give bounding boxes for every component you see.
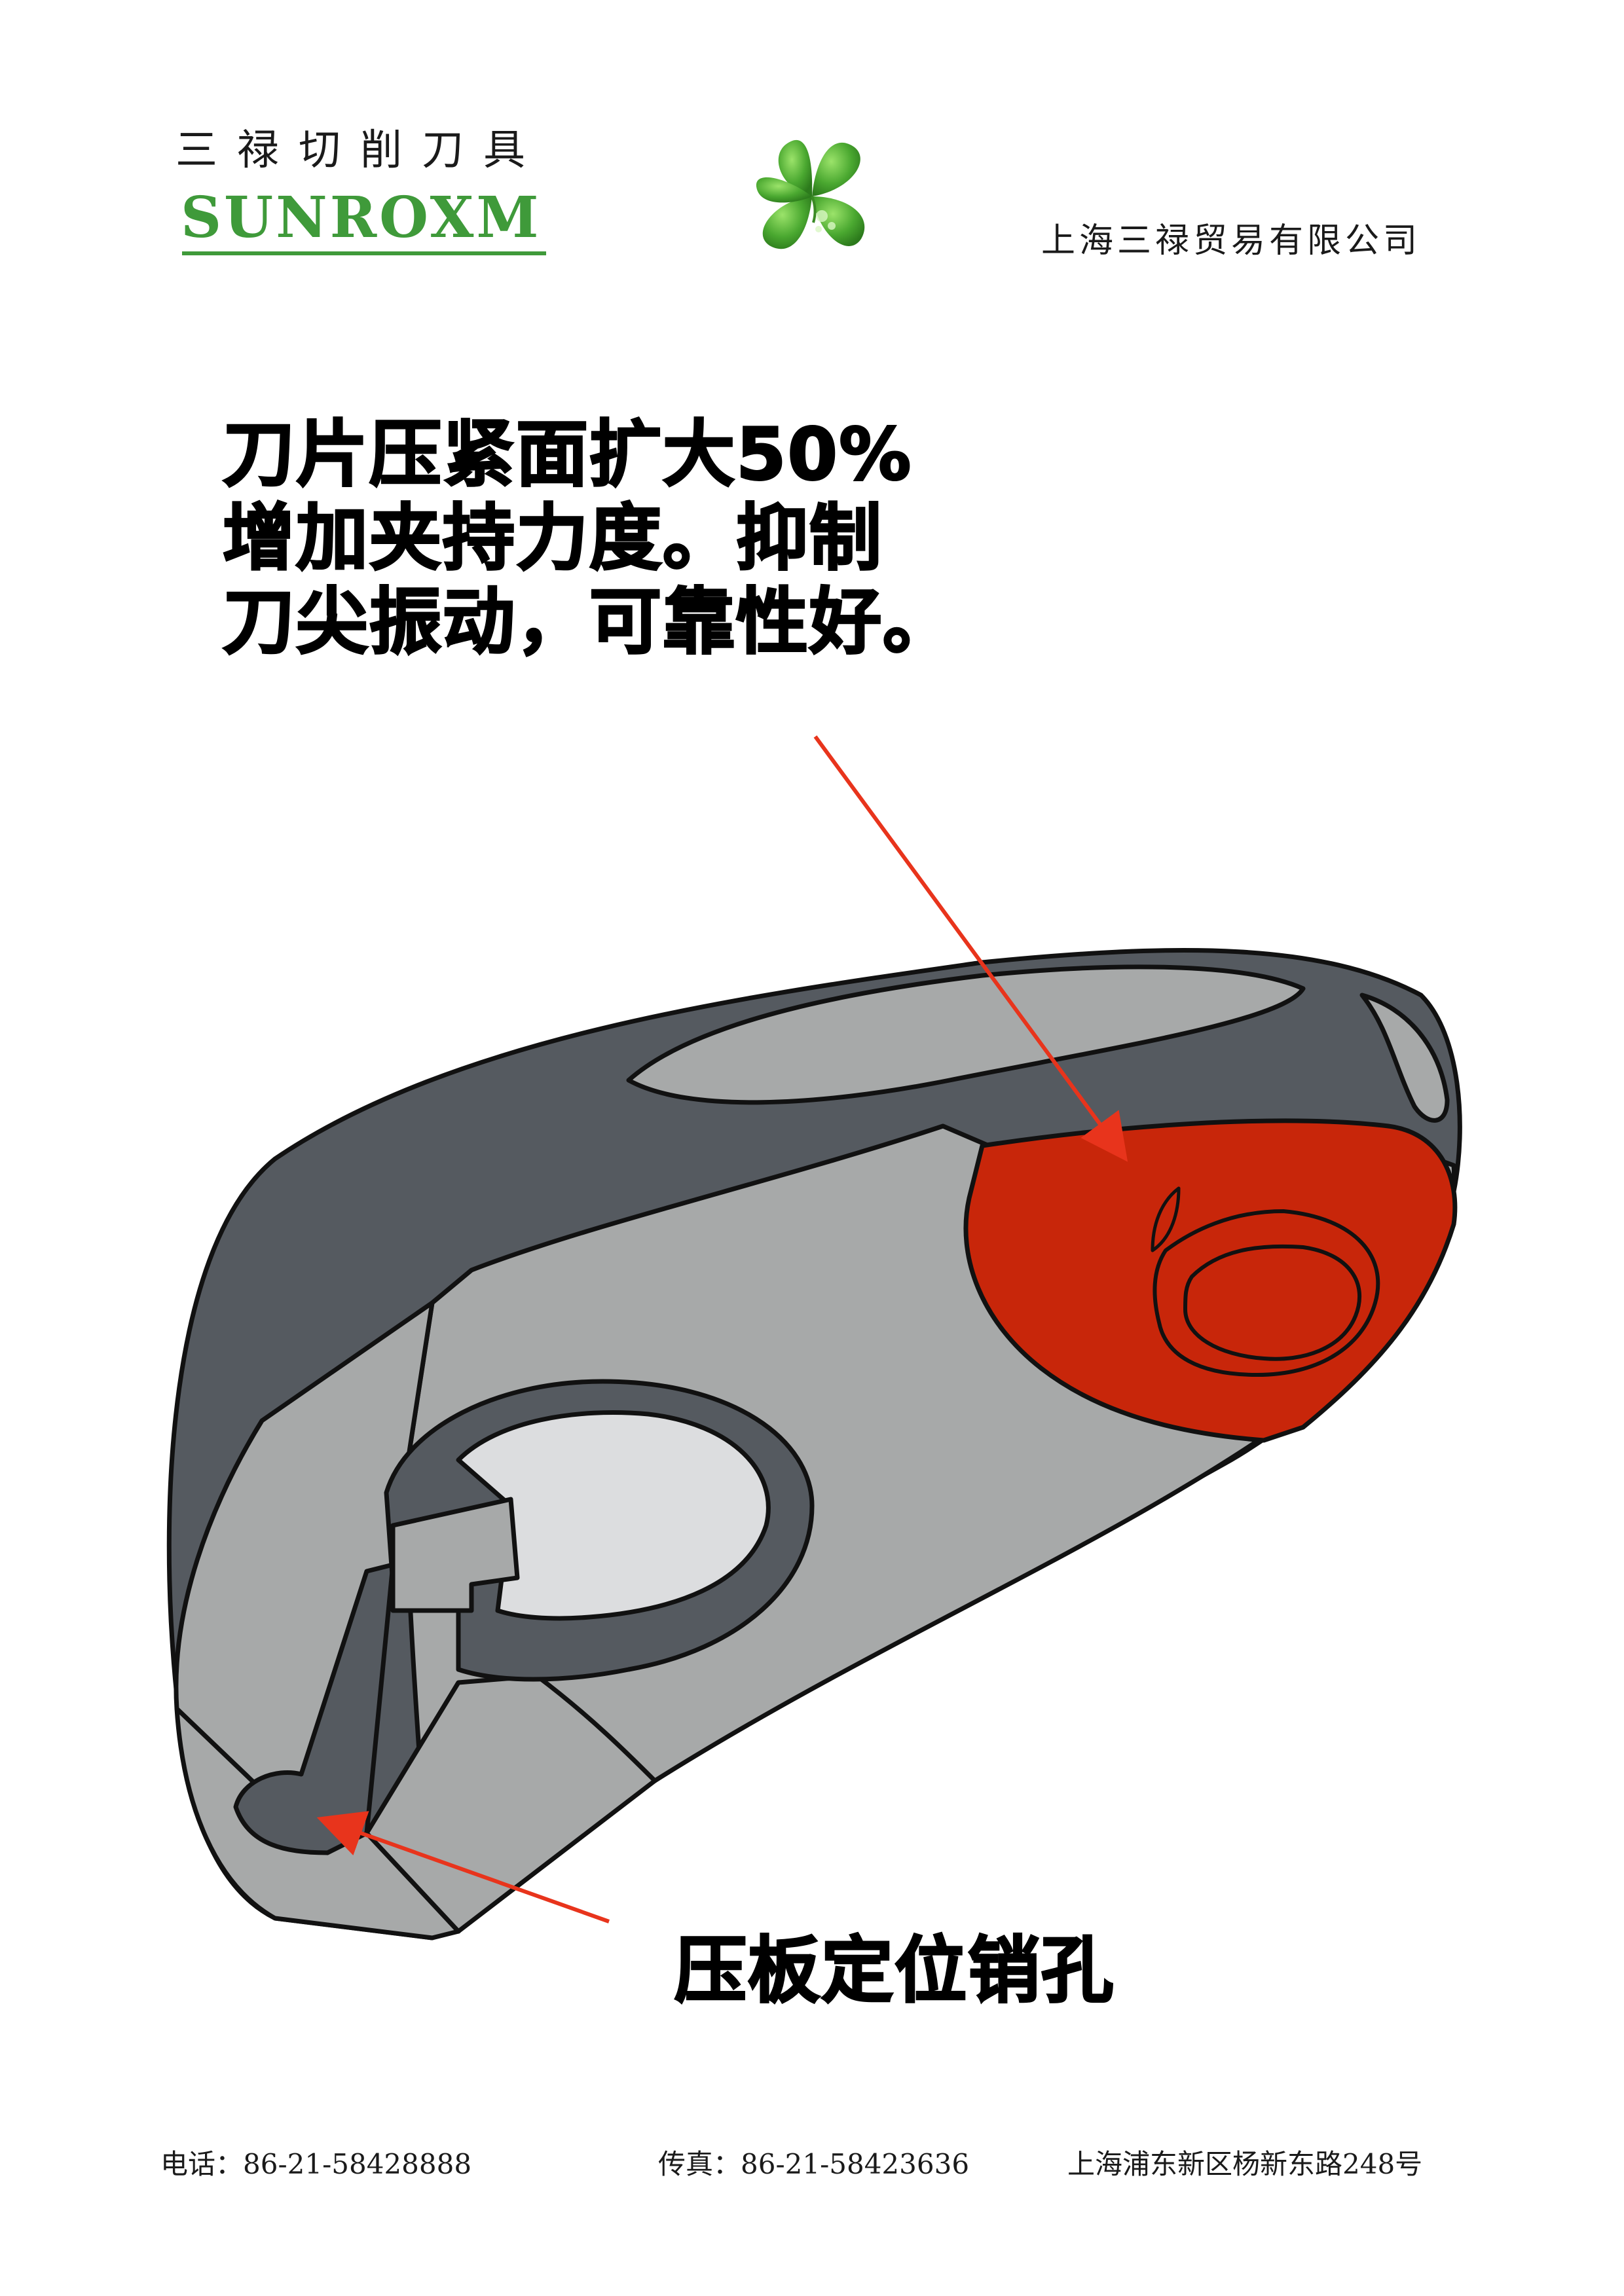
clamp-lower-bevel — [364, 1673, 657, 1934]
pin-hole-arrow — [316, 1811, 610, 1923]
red-clamping-surface — [963, 1118, 1458, 1443]
clamp-front-face — [174, 1706, 461, 1941]
feature-headline: 刀片压紧面扩大50% 增加夹持力度。抑制 刀尖振动，可靠性好。 — [222, 412, 956, 665]
company-name: 上海三禄贸易有限公司 — [1041, 221, 1422, 261]
brand-chinese-name: 三禄切削刀具 — [175, 126, 545, 175]
clamp-nose-highlight — [1359, 993, 1450, 1123]
red-surface-tab — [1151, 1186, 1181, 1252]
red-surface-ring-outer — [1153, 1209, 1380, 1377]
center-hole — [456, 1410, 771, 1621]
clamp-top-band — [626, 964, 1306, 1105]
red-surface-ring-inner — [1183, 1244, 1362, 1361]
brand-underline — [182, 251, 546, 255]
footer-phone: 电话：86-21-58428888 — [160, 2148, 472, 2180]
footer-address: 上海浦东新区杨新东路248号 — [1067, 2148, 1423, 2180]
pin-hole-label: 压板定位销孔 — [674, 1928, 1115, 2014]
four-leaf-clover-icon — [756, 139, 865, 249]
headline-line-1: 刀片压紧面扩大50% — [222, 412, 913, 498]
headline-line-2: 增加夹持力度。抑制 — [222, 496, 883, 581]
brand-english-logo: SUNROXM — [181, 185, 542, 251]
notch-step — [390, 1497, 520, 1613]
headline-line-3: 刀尖振动，可靠性好。 — [222, 579, 956, 665]
clamp-surface-arrow — [813, 735, 1128, 1162]
footer-fax: 传真：86-21-58423636 — [658, 2148, 970, 2180]
